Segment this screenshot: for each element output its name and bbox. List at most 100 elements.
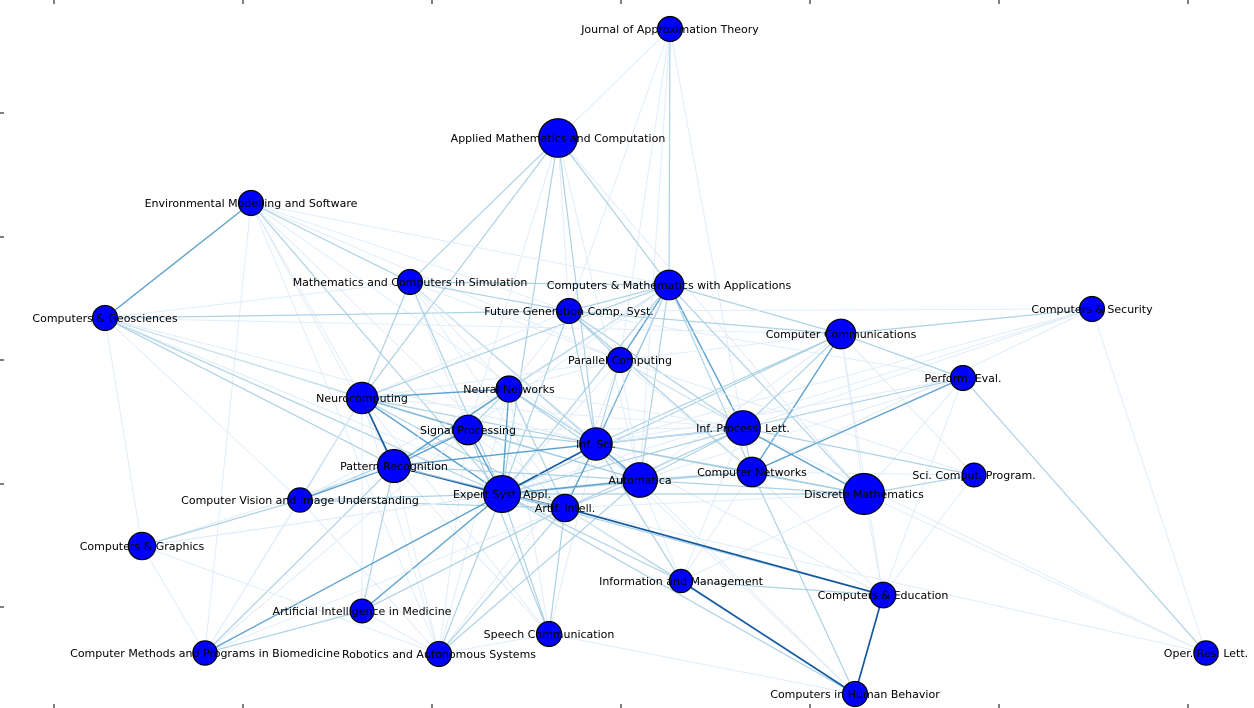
- node-ipl[interactable]: Inf. Process. Lett.: [696, 410, 790, 446]
- node-circle-amc[interactable]: [538, 118, 578, 158]
- edge-cgeo-esa: [104, 317, 503, 495]
- edge-amc-fgcs: [557, 137, 570, 312]
- node-cgeo[interactable]: Computers & Geosciences: [32, 304, 178, 332]
- node-circle-peval[interactable]: [949, 364, 977, 392]
- node-circle-ems[interactable]: [237, 189, 265, 217]
- edge-cgeo-pr: [104, 317, 395, 467]
- edge-peval-ced: [882, 377, 964, 596]
- node-label-esa: Expert Syst. Appl.: [453, 488, 551, 501]
- node-circle-jat[interactable]: [656, 15, 684, 43]
- node-auto[interactable]: Automatica: [608, 462, 672, 498]
- edge-pr-aim: [361, 465, 395, 612]
- node-circle-cn[interactable]: [736, 456, 768, 488]
- edge-cma-sp: [467, 284, 670, 431]
- edge-pr-cg: [141, 465, 395, 547]
- node-circle-aim[interactable]: [349, 598, 375, 624]
- node-circle-cmpb[interactable]: [192, 640, 218, 666]
- node-circle-pc[interactable]: [606, 346, 634, 374]
- node-circle-nn[interactable]: [495, 375, 523, 403]
- node-orl[interactable]: Oper. Res. Lett.: [1164, 640, 1248, 666]
- node-cmpb[interactable]: Computer Methods and Programs in Biomedi…: [70, 640, 340, 666]
- node-circle-dm[interactable]: [842, 472, 886, 516]
- edge-cg-esa: [141, 493, 503, 547]
- node-circle-ccom[interactable]: [825, 318, 857, 350]
- edge-cviu-cg: [141, 499, 301, 547]
- edge-ipl-esa: [501, 427, 744, 495]
- node-dm[interactable]: Discrete Mathematics: [804, 472, 924, 516]
- edge-pc-auto: [619, 359, 641, 481]
- node-circle-im[interactable]: [668, 568, 694, 594]
- node-label-cn: Computer Networks: [697, 466, 807, 479]
- node-chb[interactable]: Computers in Human Behavior: [770, 680, 940, 708]
- node-fgcs[interactable]: Future Generation Comp. Syst.: [484, 297, 654, 325]
- node-circle-ipl[interactable]: [725, 410, 761, 446]
- edge-ems-mcs: [250, 202, 411, 283]
- node-circle-csec[interactable]: [1078, 295, 1106, 323]
- node-neuro[interactable]: Neurocomputing: [316, 381, 408, 415]
- axis-ticks: [0, 0, 1189, 708]
- node-amc[interactable]: Applied Mathematics and Computation: [451, 118, 666, 158]
- edge-cn-chb: [751, 471, 856, 695]
- node-ai[interactable]: Artif. Intell.: [535, 493, 595, 523]
- node-insci[interactable]: Inf. Sci.: [576, 427, 616, 461]
- node-cma[interactable]: Computers & Mathematics with Application…: [547, 269, 792, 301]
- node-circle-esa[interactable]: [483, 475, 522, 514]
- node-ced[interactable]: Computers & Education: [818, 581, 949, 609]
- node-circle-cviu[interactable]: [287, 487, 313, 513]
- edge-csec-ccom: [840, 308, 1093, 335]
- node-cg[interactable]: Computers & Graphics: [80, 531, 205, 561]
- node-circle-speech[interactable]: [535, 620, 563, 648]
- node-circle-neuro[interactable]: [345, 381, 379, 415]
- node-esa[interactable]: Expert Syst. Appl.: [453, 475, 551, 514]
- node-circle-chb[interactable]: [841, 680, 869, 708]
- node-label-ai: Artif. Intell.: [535, 502, 595, 515]
- node-circle-mcs[interactable]: [396, 268, 424, 296]
- edge-cma-fgcs: [568, 284, 670, 312]
- node-mcs[interactable]: Mathematics and Computers in Simulation: [293, 268, 528, 296]
- node-circle-insci[interactable]: [579, 427, 613, 461]
- node-pc[interactable]: Parallel Computing: [568, 346, 672, 374]
- node-sp[interactable]: Signal Processing: [420, 414, 516, 446]
- node-label-auto: Automatica: [608, 474, 671, 487]
- node-circle-auto[interactable]: [622, 462, 658, 498]
- node-ems[interactable]: Environmental Modelling and Software: [145, 189, 358, 217]
- node-peval[interactable]: Perform. Eval.: [925, 364, 1002, 392]
- node-label-cmpb: Computer Methods and Programs in Biomedi…: [70, 647, 340, 660]
- node-circle-cgeo[interactable]: [91, 304, 119, 332]
- node-nn[interactable]: Neural Networks: [463, 375, 555, 403]
- node-label-im: Information and Management: [599, 575, 764, 588]
- edge-cgeo-cg: [104, 317, 143, 547]
- node-circle-ras[interactable]: [425, 640, 453, 668]
- edge-esa-ras: [438, 493, 503, 655]
- node-csec[interactable]: Computers & Security: [1031, 295, 1153, 323]
- edge-neuro-esa: [361, 397, 503, 495]
- node-ccom[interactable]: Computer Communications: [766, 318, 917, 350]
- node-speech[interactable]: Speech Communication: [484, 620, 615, 648]
- node-circle-fgcs[interactable]: [555, 297, 583, 325]
- node-ras[interactable]: Robotics and Autonomous Systems: [342, 640, 536, 668]
- node-circle-orl[interactable]: [1193, 640, 1219, 666]
- node-circle-pr[interactable]: [376, 448, 412, 484]
- node-circle-ai[interactable]: [550, 493, 580, 523]
- node-circle-cma[interactable]: [653, 269, 685, 301]
- edge-amc-insci: [557, 137, 597, 445]
- edge-peval-cn: [751, 377, 964, 473]
- edge-auto-esa: [501, 479, 641, 495]
- node-circle-scp[interactable]: [961, 462, 987, 488]
- node-im[interactable]: Information and Management: [599, 568, 764, 594]
- node-circle-ced[interactable]: [869, 581, 897, 609]
- edge-fgcs-csec: [568, 308, 1093, 312]
- edge-pc-esa: [501, 359, 621, 495]
- edge-insci-ras: [438, 443, 597, 655]
- node-jat[interactable]: Journal of Approximation Theory: [580, 15, 759, 43]
- node-circle-cg[interactable]: [127, 531, 157, 561]
- node-aim[interactable]: Artificial Intelligence in Medicine: [273, 598, 452, 624]
- edge-fgcs-insci: [568, 310, 597, 445]
- edge-csec-ipl: [742, 308, 1093, 429]
- node-cviu[interactable]: Computer Vision and Image Understanding: [181, 487, 419, 513]
- node-pr[interactable]: Pattern Recognition: [340, 448, 448, 484]
- edge-jat-amc: [557, 28, 671, 139]
- node-circle-sp[interactable]: [452, 414, 484, 446]
- node-cn[interactable]: Computer Networks: [697, 456, 807, 488]
- node-scp[interactable]: Sci. Comput. Program.: [912, 462, 1036, 488]
